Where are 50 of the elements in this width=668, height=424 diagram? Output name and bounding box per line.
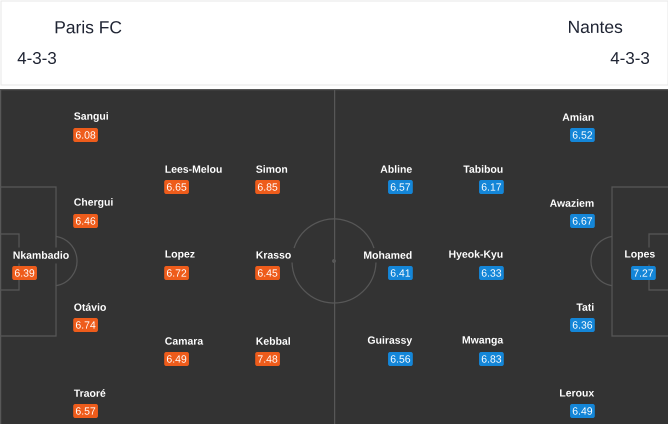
rating-badge: 6.33 [479,266,504,280]
player-name: Tabibou [463,165,503,173]
rating-badge: 6.17 [479,180,504,194]
rating-badge: 6.49 [164,352,189,366]
team-name: Paris FC [56,20,122,34]
rating-badge: 6.46 [73,214,98,228]
player-name: Guirassy [368,336,412,346]
rating-badge: 7.27 [631,266,656,280]
rating-badge: 6.74 [73,318,98,332]
rating-badge: 6.85 [255,180,280,194]
pitch-half [0,89,336,424]
rating-badge: 7.48 [255,352,280,366]
rating-badge: 6.52 [570,128,595,142]
player-name: Awaziem [550,199,594,207]
player-name: Simon [256,165,288,173]
player-name: Hyeok-Kyu [449,250,502,260]
player-name: Krasso [256,251,291,259]
rating-badge: 6.72 [164,266,189,280]
player-name: Camara [165,337,204,345]
player-name: Amian [562,113,594,121]
player-name: Lees-Melou [166,165,222,173]
rating-badge: 6.45 [255,266,280,280]
player-name: Lopes [625,250,655,260]
player-name: Otávio [74,303,106,311]
pitch-half [334,89,668,424]
rating-badge: 6.08 [73,128,98,142]
rating-badge: 6.36 [570,318,595,332]
player-name: Abline [380,165,412,173]
rating-badge: 6.39 [12,266,37,280]
player-name: Chergui [74,198,113,208]
rating-badge: 6.41 [388,266,413,280]
player-name: Mohamed [364,251,412,259]
player-name: Nkambadio [14,251,69,259]
rating-badge: 6.57 [388,180,413,194]
team-name: Nantes [569,20,622,34]
player-name: Mwanga [462,336,504,346]
player-name: Kebbal [256,337,290,345]
rating-badge: 6.57 [73,404,98,418]
player-name: Lopez [166,250,195,260]
player-name: Leroux [560,389,594,397]
formation-label: 4-3-3 [18,52,56,64]
rating-badge: 6.49 [570,404,595,418]
formation-label: 4-3-3 [610,52,650,64]
rating-badge: 6.56 [388,352,413,366]
rating-badge: 6.65 [164,180,189,194]
rating-badge: 6.67 [570,214,595,228]
rating-badge: 6.83 [479,352,504,366]
player-name: Tati [576,303,594,311]
player-name: Traoré [74,389,106,397]
player-name: Sangui [74,112,108,122]
